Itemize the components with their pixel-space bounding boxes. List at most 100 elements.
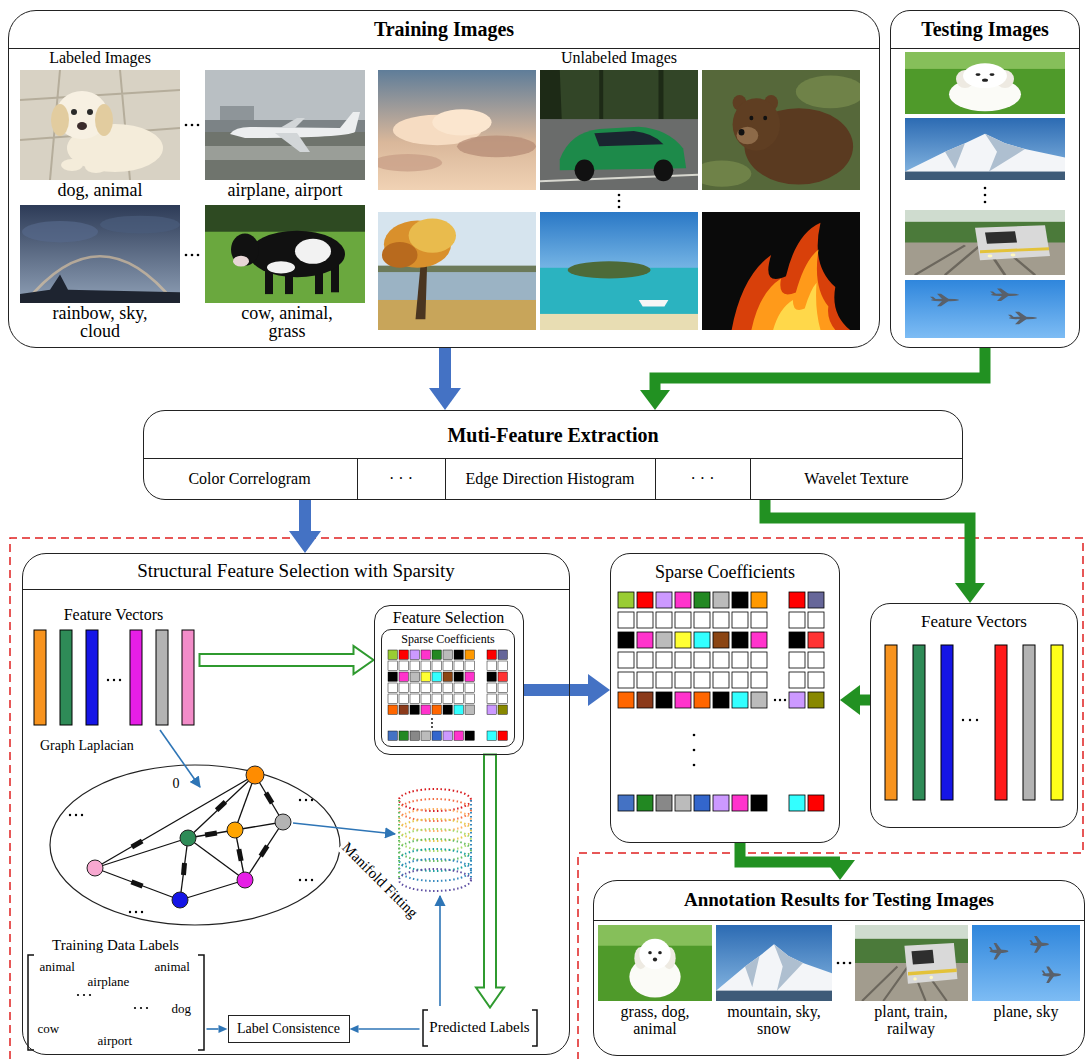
graph-laplacian — [227, 822, 243, 838]
matrix-bracket — [423, 1010, 428, 1046]
matrix-cell: airport — [98, 1034, 133, 1048]
manifold-plot — [399, 799, 471, 821]
testing-image — [905, 52, 1065, 338]
coefficient-grid — [388, 661, 507, 670]
ellipsis-dots — [849, 962, 852, 965]
result-caption: plant, train, railway — [853, 1004, 969, 1038]
coefficient-grid — [388, 731, 507, 740]
flow-arrow — [289, 500, 321, 553]
manifold-plot — [399, 789, 471, 811]
leader-arrow — [439, 896, 441, 1006]
coefficient-grid — [388, 683, 507, 692]
matrix-cell: dog — [172, 1002, 192, 1016]
training-image — [540, 212, 698, 330]
graph-laplacian — [50, 765, 340, 925]
arrow-head — [588, 674, 610, 706]
feature-name: Color Correlogram — [188, 470, 310, 488]
leader-arrow — [160, 730, 200, 787]
coefficient-grid — [779, 699, 781, 701]
result-image — [598, 925, 712, 1001]
image-panel: Testing Images — [890, 10, 1080, 348]
manifold-plot — [399, 789, 471, 891]
training-image — [20, 205, 180, 303]
image-caption: cow, animal, grass — [225, 304, 350, 340]
image-caption: cow, animal, grass — [225, 304, 350, 340]
group-label: Unlabeled Images — [469, 49, 769, 67]
matrix-entry: airport — [98, 1034, 133, 1048]
result-image — [716, 925, 832, 1001]
matrix-cell: animal — [40, 960, 75, 974]
graph-laplacian — [95, 775, 283, 900]
testing-image — [905, 280, 1065, 338]
arrow-shaft — [524, 684, 589, 696]
ellipsis-dots — [197, 254, 200, 257]
ellipsis-dots — [119, 679, 121, 681]
ellipsis-dots — [618, 200, 621, 203]
matrix-entry: animal — [155, 960, 190, 974]
coefficient-grid — [693, 734, 696, 737]
coefficient-grid — [784, 699, 786, 701]
manifold-plot — [399, 859, 471, 881]
graph-laplacian — [311, 879, 313, 881]
flow-arrow — [350, 1025, 420, 1033]
image-caption: rainbow, sky, cloud — [38, 304, 163, 340]
flow-arrow — [200, 646, 374, 674]
graph-laplacian — [181, 863, 187, 875]
training-image — [692, 70, 865, 190]
feature-vector-bar — [182, 630, 194, 725]
graph-laplacian — [305, 879, 307, 881]
result-caption: mountain, sky, snow — [716, 1004, 832, 1038]
graph-laplacian — [69, 814, 71, 816]
matrix-bracket — [28, 955, 34, 1050]
training-image — [205, 70, 365, 180]
result-caption: grass, dog, animal — [597, 1004, 713, 1038]
process-box: Label Consistence — [228, 1015, 350, 1043]
graph-laplacian — [87, 766, 291, 908]
manifold-plot — [399, 869, 471, 891]
coefficient-grid — [693, 749, 696, 752]
coefficient-grid — [693, 699, 787, 767]
ellipsis-dots — [77, 994, 148, 1009]
coefficient-grid — [388, 694, 507, 703]
coefficient-grid — [618, 652, 824, 668]
testing-image — [905, 210, 1065, 275]
leader-arrow — [160, 730, 440, 1006]
group-label: Unlabeled Images — [469, 49, 769, 67]
ellipsis-dots — [89, 994, 91, 996]
arrow-shaft — [740, 843, 840, 862]
hollow-arrow — [476, 755, 504, 1008]
manifold-plot — [399, 819, 471, 841]
manifold-plot — [399, 849, 471, 871]
ellipsis-dots — [107, 679, 109, 681]
feature-cell: · · · — [655, 458, 750, 500]
graph-laplacian — [245, 822, 283, 880]
module-panel: Structural Feature Selection with Sparsi… — [22, 553, 570, 1055]
graph-laplacian — [205, 830, 218, 837]
flow-arrow — [765, 500, 985, 603]
result-caption: plane, sky — [971, 1004, 1081, 1021]
graph-laplacian — [50, 765, 340, 925]
arrow-head — [219, 1025, 228, 1033]
manifold-plot — [398, 800, 400, 880]
result-image — [972, 925, 1080, 1001]
leader-arrow — [293, 823, 395, 834]
coefficient-grid — [431, 718, 433, 728]
matrix-entry: dog — [172, 1002, 192, 1016]
ellipsis-dots — [146, 1007, 148, 1009]
ellipsis-dots — [962, 719, 964, 721]
box-title: Feature Selection — [375, 606, 523, 630]
group-title: Feature Vectors — [28, 603, 200, 627]
training-image — [378, 212, 536, 330]
ellipsis-dots — [843, 962, 846, 965]
graph-laplacian — [236, 849, 243, 862]
graph-laplacian — [81, 814, 83, 816]
graph-laplacian — [131, 792, 275, 889]
ellipsis-dots — [134, 1007, 136, 1009]
graph-laplacian — [172, 892, 188, 908]
ellipsis-dots — [83, 994, 85, 996]
panel-title: Feature Vectors — [871, 604, 1077, 640]
graph-laplacian — [259, 845, 270, 858]
flow-arrow — [640, 348, 985, 410]
coefficient-grid — [618, 592, 824, 608]
